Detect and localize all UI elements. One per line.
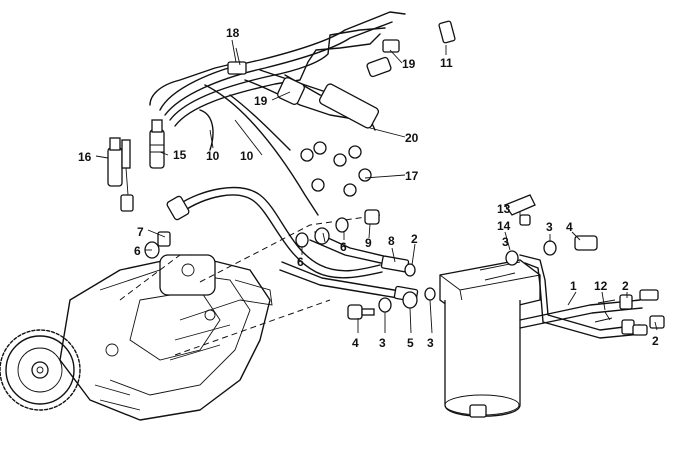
callout-19-left: 19: [254, 94, 268, 108]
fittings: [144, 209, 436, 320]
callout-15: 15: [173, 148, 187, 162]
callout-7: 7: [137, 225, 144, 239]
callout-8: 8: [388, 234, 395, 248]
callout-20: 20: [405, 131, 419, 145]
callout-5: 5: [407, 336, 414, 350]
callout-9: 9: [365, 236, 372, 250]
callout-4-right: 4: [566, 220, 573, 234]
fuel-filter: [439, 194, 643, 418]
callout-6-mid-a: 6: [297, 255, 304, 269]
injection-pump: [59, 254, 273, 421]
callout-4-bottom: 4: [352, 336, 359, 350]
callout-10-left: 10: [206, 149, 220, 163]
callout-16: 16: [78, 150, 92, 164]
hose-clamps: [619, 289, 665, 336]
injectors: [107, 119, 165, 212]
sensor: [438, 20, 456, 44]
callout-6-mid-b: 6: [340, 240, 347, 254]
callout-3-filter-b: 3: [546, 220, 553, 234]
line-clamps: [227, 39, 400, 129]
callout-10-right: 10: [240, 149, 254, 163]
reference-lines: [119, 214, 381, 356]
drive-gear: [0, 329, 81, 411]
callout-3-bottom-b: 3: [427, 336, 434, 350]
callout-11: 11: [440, 56, 453, 70]
fuel-lines: [166, 187, 419, 303]
callouts: 1 2 2 2 3 3 3 3 4 4 5 6 6 6 7 8 9 10 10 …: [78, 26, 659, 350]
callout-1: 1: [570, 279, 577, 293]
line-end-nuts: [300, 141, 372, 197]
callout-13: 13: [497, 202, 511, 216]
leader-lines: [95, 39, 658, 334]
callout-3-filter-a: 3: [502, 235, 509, 249]
callout-12: 12: [594, 279, 608, 293]
callout-19-right: 19: [402, 57, 416, 71]
callout-3-bottom-a: 3: [379, 336, 386, 350]
callout-2-right-b: 2: [652, 334, 659, 348]
callout-2-right-a: 2: [622, 279, 629, 293]
callout-17: 17: [405, 169, 419, 183]
callout-18: 18: [226, 26, 240, 40]
callout-2-upper: 2: [411, 232, 418, 246]
callout-6-left: 6: [134, 244, 141, 258]
callout-14: 14: [497, 219, 511, 233]
